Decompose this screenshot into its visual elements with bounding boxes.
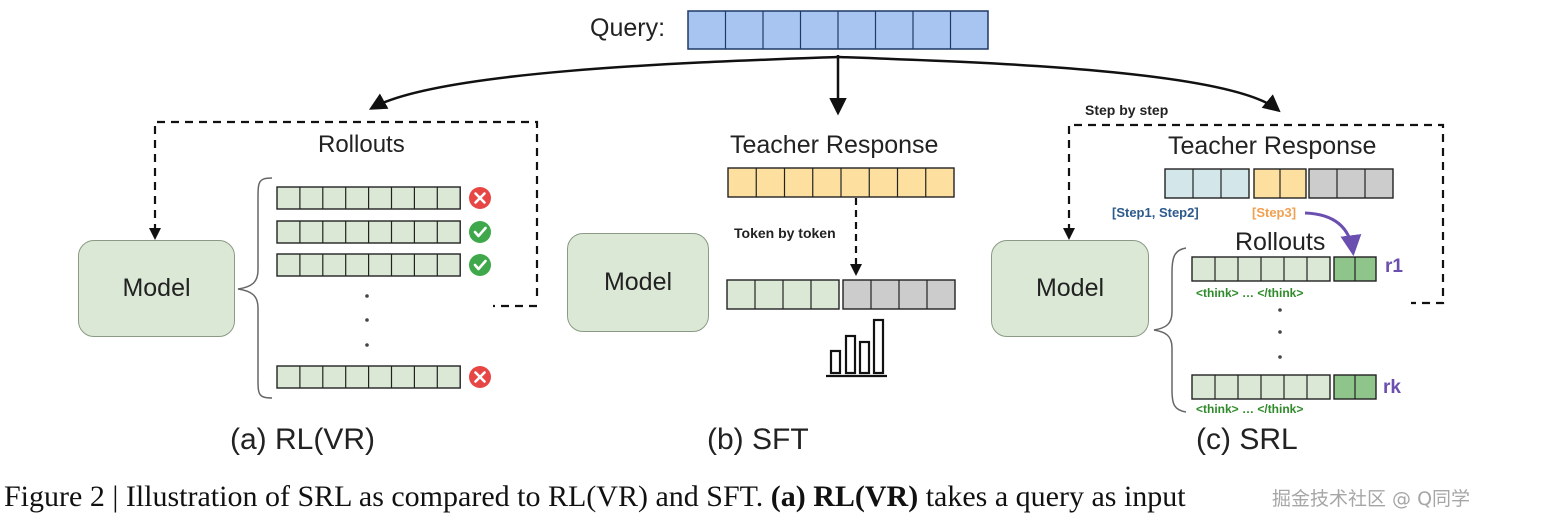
teacher-response-label-c: Teacher Response [1168, 132, 1377, 160]
token-by-token-label: Token by token [734, 225, 836, 241]
generated-tokens [726, 279, 840, 310]
current-step-tokens [1253, 168, 1307, 199]
rollout-rk-think [1191, 374, 1331, 400]
check-icon [469, 254, 491, 276]
rollouts-label-a: Rollouts [318, 131, 405, 158]
rollouts-c-ellipsis [1278, 308, 1282, 359]
teacher-response-label-b: Teacher Response [730, 131, 939, 159]
diagram-canvas [149, 10, 1445, 413]
reward-r1-label: r1 [1385, 256, 1403, 277]
subtitle-rlvr: (a) RL(VR) [230, 423, 376, 456]
step3-to-reward-arrow [1304, 211, 1362, 257]
model-box-a: Model [78, 240, 235, 337]
reward-rk-label: rk [1383, 377, 1401, 398]
rollout-row [276, 186, 461, 210]
rollout-row [276, 253, 461, 277]
query-arrow-rl [368, 55, 839, 110]
think-tag-rk: <think> … </think> [1196, 402, 1304, 416]
cross-icon [469, 187, 491, 209]
srl-feedback-loop [1067, 123, 1445, 305]
caption-prefix: Figure 2 | Illustration of SRL as compar… [4, 480, 771, 513]
figure-caption: Figure 2 | Illustration of SRL as compar… [4, 480, 1541, 514]
rollout-r1-answer [1333, 256, 1377, 282]
teacher-token-strip [727, 167, 955, 198]
caption-suffix: takes a query as input [918, 480, 1186, 513]
rollouts-c [1191, 256, 1377, 400]
check-icon [469, 221, 491, 243]
rollout-r1-think [1191, 256, 1331, 282]
query-label: Query: [590, 14, 666, 42]
rl-feedback-loop [153, 120, 539, 296]
pending-tokens [842, 279, 956, 310]
query-bar [687, 10, 989, 50]
rollouts-a [276, 186, 491, 389]
rollouts-label-c: Rollouts [1235, 228, 1326, 256]
cross-icon [469, 366, 491, 388]
current-step-label: [Step3] [1252, 205, 1297, 220]
rollouts-brace-c [1153, 247, 1187, 413]
query-arrow-srl [837, 55, 1281, 113]
rollout-row [276, 220, 461, 244]
model-box-b: Model [567, 233, 709, 332]
rollouts-brace-a [237, 177, 273, 399]
teacher-response-tokens-b [727, 167, 955, 198]
subtitle-srl: (c) SRL [1196, 423, 1298, 456]
rollout-row [276, 365, 461, 389]
model-box-c: Model [991, 240, 1149, 337]
rollouts-a-ellipsis [365, 294, 369, 347]
step-by-step-label: Step by step [1085, 102, 1169, 118]
previous-steps-label: [Step1, Step2] [1112, 205, 1199, 220]
caption-bold: (a) RL(VR) [770, 480, 919, 513]
distribution-bars-icon [826, 318, 887, 378]
rollout-rk-answer [1333, 374, 1377, 400]
future-steps-tokens [1308, 168, 1394, 199]
teacher-response-steps-c [1164, 168, 1394, 199]
previous-steps-tokens [1164, 168, 1250, 199]
subtitle-sft: (b) SFT [707, 423, 809, 456]
watermark: 掘金技术社区 @ Q同学 [1272, 488, 1471, 510]
sft-output-tokens [726, 279, 956, 310]
think-tag-r1: <think> … </think> [1196, 286, 1304, 300]
